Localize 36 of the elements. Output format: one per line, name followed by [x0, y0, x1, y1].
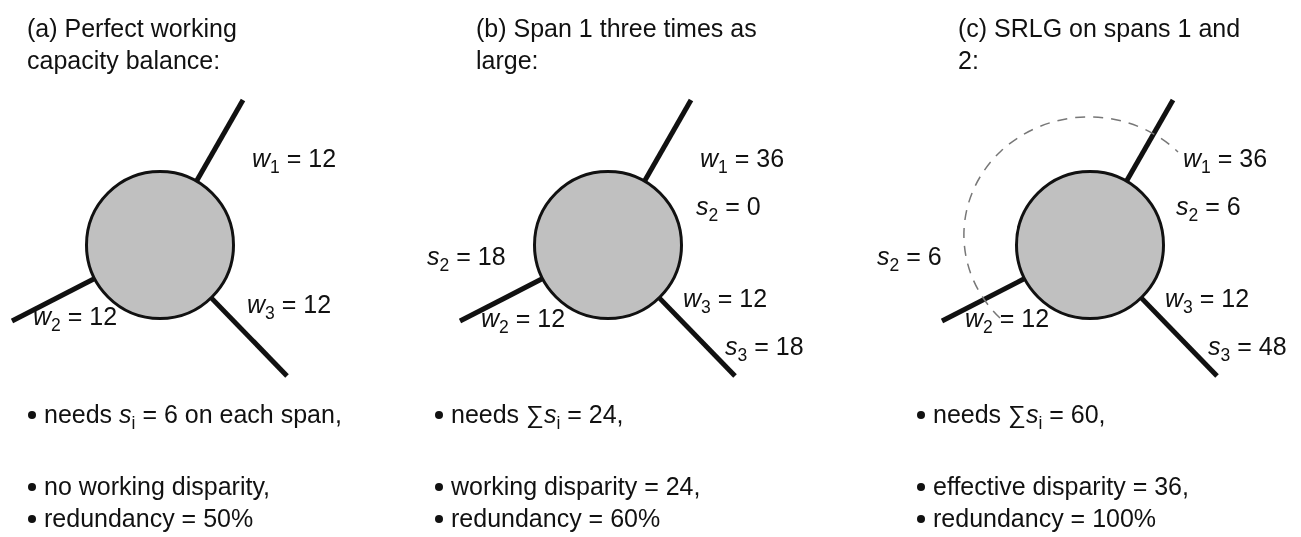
result-note: no working disparity, [44, 471, 271, 502]
span-line [642, 98, 694, 183]
capacity-label: s$_{3}$ = 48 [1208, 331, 1287, 362]
span-line [1139, 296, 1219, 378]
capacity-label: w$_{1}$ = 36 [1183, 143, 1268, 174]
capacity-label: s$_{3}$ = 18 [725, 331, 804, 362]
capacity-label: w$_{2}$ = 12 [965, 303, 1050, 334]
span-line [458, 276, 544, 324]
result-note: working disparity = 24, [451, 471, 701, 502]
result-note: redundancy = 50% [44, 503, 254, 534]
result-note: effective disparity = 36, [933, 471, 1189, 502]
result-note: needs s$_{i}$ = 6 on each span, [44, 399, 342, 430]
span-line [209, 296, 289, 378]
capacity-label: w$_{3}$ = 12 [1165, 283, 1250, 314]
span-line [10, 276, 96, 324]
panel-title: (b) Span 1 three times as large: [476, 13, 758, 76]
result-note: needs ∑s$_{i}$ = 60, [933, 399, 1106, 430]
capacity-label: w$_{2}$ = 12 [481, 303, 566, 334]
capacity-label: w$_{2}$ = 12 [33, 301, 118, 332]
span-line [940, 276, 1026, 324]
panel-title: (c) SRLG on spans 1 and 2: [958, 13, 1242, 76]
capacity-label: w$_{3}$ = 12 [247, 289, 332, 320]
capacity-label: w$_{1}$ = 36 [700, 143, 785, 174]
capacity-label: s$_{2}$ = 0 [696, 191, 761, 222]
result-note: needs ∑s$_{i}$ = 24, [451, 399, 624, 430]
panel-title: (a) Perfect working capacity balance: [27, 13, 238, 76]
result-note: redundancy = 60% [451, 503, 661, 534]
capacity-label: s$_{2}$ = 18 [427, 241, 506, 272]
capacity-label: s$_{2}$ = 6 [877, 241, 942, 272]
span-line [1124, 98, 1176, 183]
result-note: redundancy = 100% [933, 503, 1157, 534]
span-line [657, 296, 737, 378]
capacity-label: s$_{2}$ = 6 [1176, 191, 1241, 222]
span-line [194, 98, 246, 183]
capacity-label: w$_{1}$ = 12 [252, 143, 337, 174]
capacity-label: w$_{3}$ = 12 [683, 283, 768, 314]
